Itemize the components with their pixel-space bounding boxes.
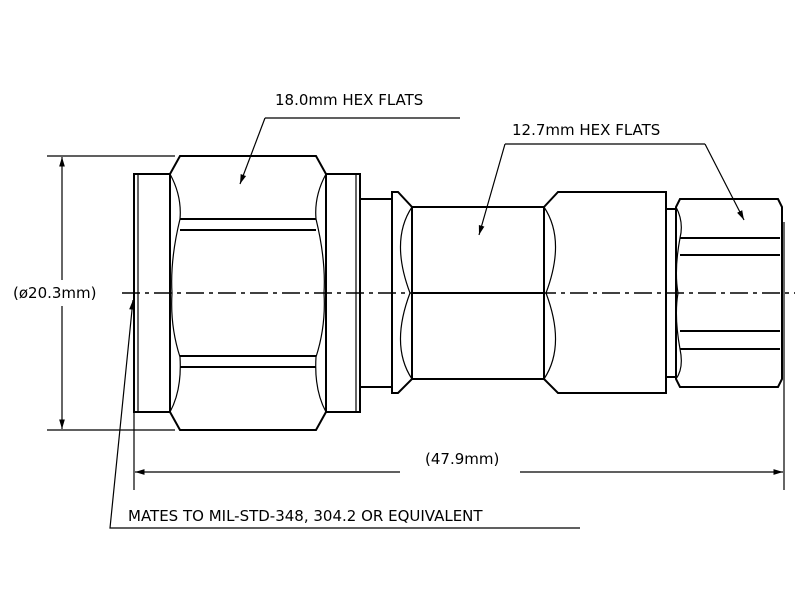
large-hex-leader (239, 117, 460, 185)
neck (360, 198, 392, 388)
right-flange (325, 173, 361, 413)
mates-label: MATES TO MIL-STD-348, 304.2 OR EQUIVALEN… (128, 507, 483, 525)
middle-hex (411, 206, 557, 380)
mates-leader (109, 299, 580, 529)
length-label: (47.9mm) (425, 450, 499, 468)
large-hex-label: 18.0mm HEX FLATS (275, 91, 423, 109)
diameter-dimension (47, 155, 175, 431)
small-hex-leader (478, 143, 745, 236)
small-hex-label: 12.7mm HEX FLATS (512, 121, 660, 139)
body (543, 191, 667, 394)
length-dimension (133, 222, 785, 490)
small-neck (666, 208, 676, 378)
small-hex-nut (675, 198, 783, 388)
diameter-label: (ø20.3mm) (13, 284, 97, 302)
large-hex-nut (169, 155, 327, 431)
